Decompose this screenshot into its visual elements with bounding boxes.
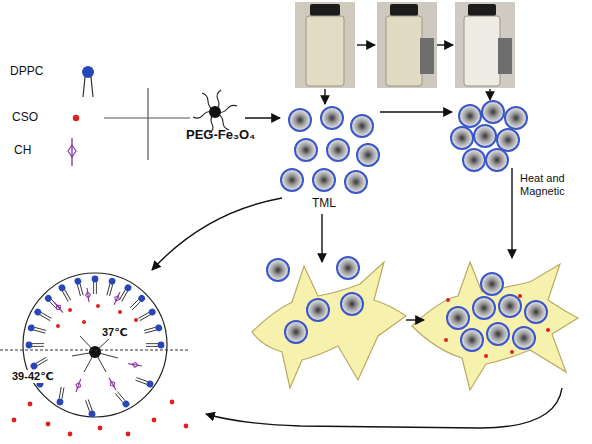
tml-cluster (281, 107, 379, 193)
ch-symbol (68, 138, 76, 166)
component-label: DPPC (10, 65, 43, 79)
photo (295, 2, 355, 88)
component-label: PEG-Fe₃O₄ (186, 128, 255, 143)
liposome (23, 273, 167, 418)
arrow (357, 44, 375, 45)
particle-label: TML (312, 197, 336, 211)
arrow (324, 89, 325, 104)
dashed-divider (0, 349, 190, 350)
released-drug (444, 294, 550, 358)
peg-fe3o4-symbol (193, 90, 237, 133)
temperature-label: 37℃ (100, 326, 130, 339)
arrow (511, 168, 512, 258)
arrow (406, 319, 424, 320)
photo (377, 2, 437, 88)
released-drug (12, 400, 189, 437)
tml-aggregate (451, 101, 527, 171)
component-label: CSO (12, 111, 38, 125)
arrow (321, 214, 322, 262)
tml-particles (267, 257, 547, 351)
arrow (152, 198, 282, 270)
component-label: CH (14, 144, 31, 158)
condition-label: Heat and Magnetic (520, 172, 565, 197)
dppc-symbol (82, 66, 94, 97)
arrow (380, 111, 452, 112)
temperature-label: 39-42℃ (10, 370, 55, 383)
tumor-cell (412, 262, 578, 390)
cso-dot (73, 115, 79, 121)
arrow (245, 117, 280, 118)
arrow (437, 44, 453, 45)
arrow (206, 388, 562, 428)
arrow (489, 89, 490, 100)
photo (455, 2, 515, 88)
plus-connector (104, 88, 190, 160)
